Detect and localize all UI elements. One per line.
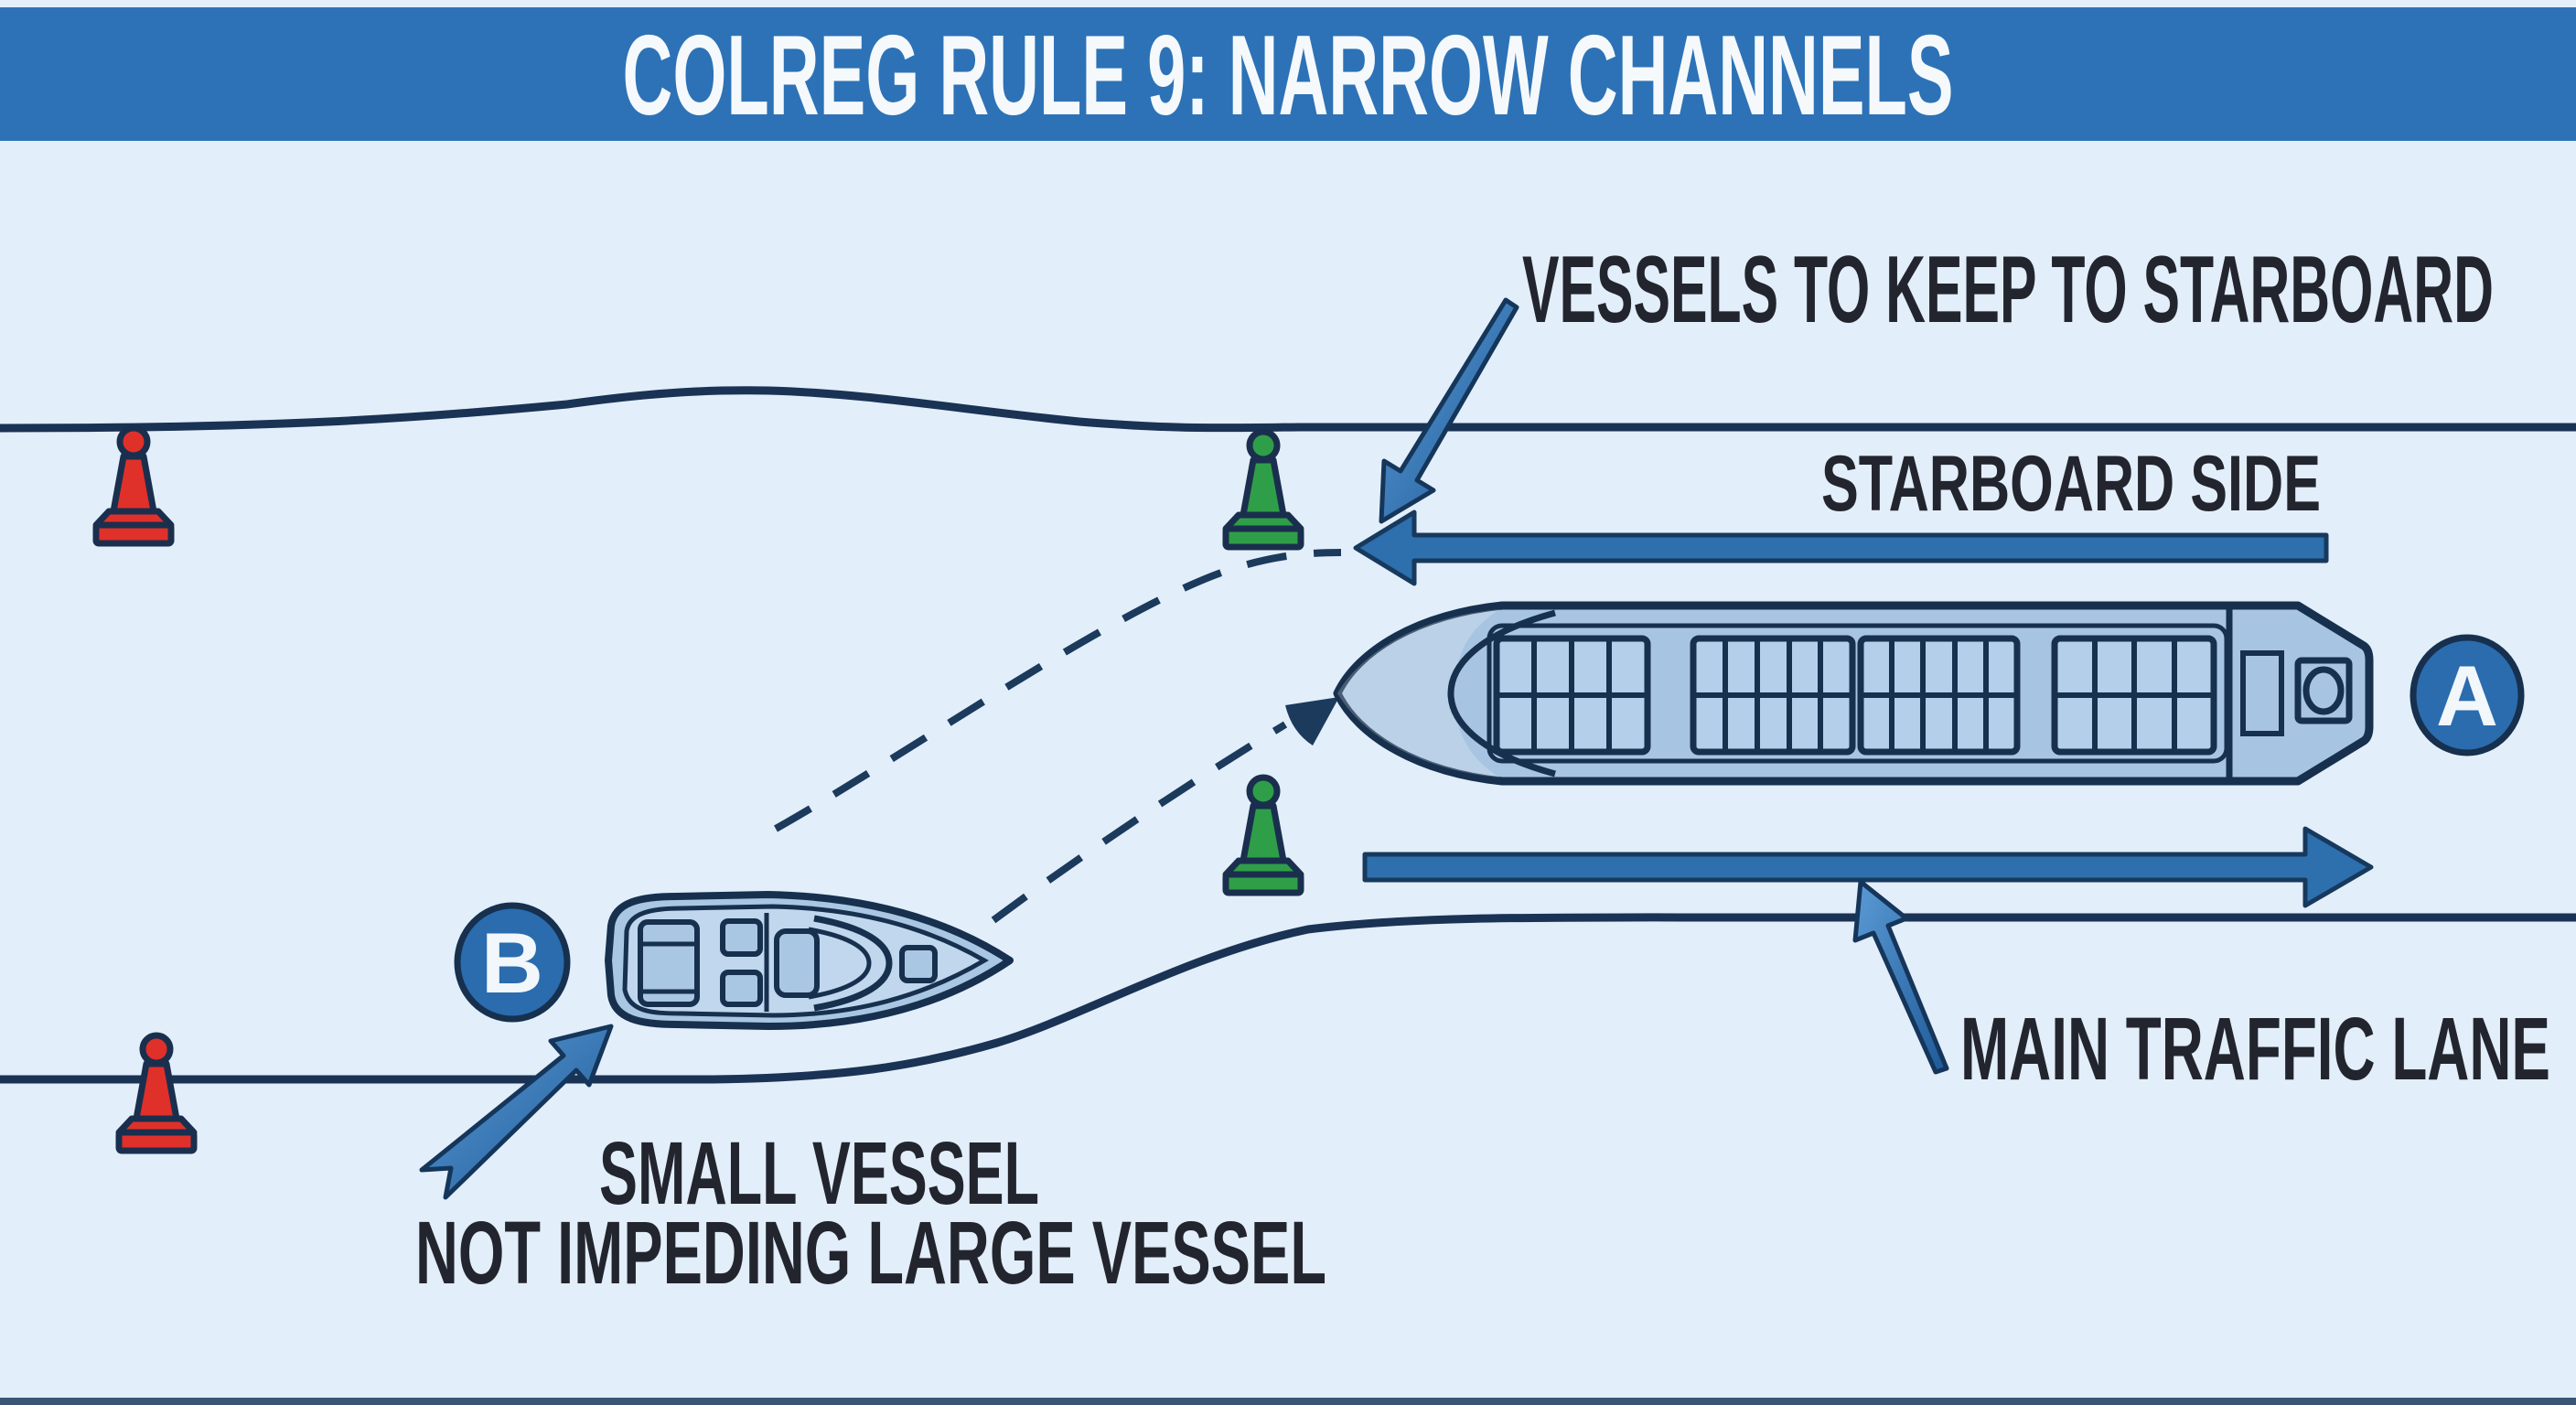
course-dashed-lower — [991, 721, 1288, 924]
funnel — [2302, 666, 2345, 715]
bottom-edge-strip — [0, 1398, 2576, 1405]
bench-cushion-lines — [642, 941, 695, 994]
channel-bank-top — [0, 386, 2576, 433]
vessel-b-badge: B — [454, 902, 571, 1023]
cargo-hold-block-2 — [1690, 635, 1856, 756]
windshield-outer — [813, 915, 893, 1012]
cargo-hold-block-4 — [2051, 635, 2217, 756]
bow-highlight — [1337, 609, 1500, 778]
vessel-a-badge: A — [2410, 634, 2525, 756]
main-traffic-lane-arrow-right — [1362, 826, 2374, 908]
page-title: COLREG RULE 9: NARROW CHANNELS — [623, 13, 1954, 139]
vessel-a-letter: A — [2436, 648, 2498, 744]
starboard-lane-arrow-left — [1353, 509, 2329, 586]
small-vessel-label-line1: SMALL VESSEL — [599, 1123, 1039, 1223]
bow-hatch — [899, 945, 938, 983]
small-vessel-callout-arrow — [419, 1024, 614, 1200]
port-seat — [720, 918, 763, 957]
course-dashed-upper — [774, 549, 1342, 832]
channel-bank-bottom — [0, 913, 2576, 1084]
windshield-inner — [808, 927, 872, 1000]
course-arrowhead — [1285, 697, 1339, 745]
helm-console — [774, 928, 820, 998]
small-vessel-label-line2: NOT IMPEDING LARGE VESSEL — [415, 1203, 1326, 1303]
keep-starboard-label: VESSELS TO KEEP TO STARBOARD — [1522, 237, 2494, 343]
main-traffic-lane-callout-arrow — [1852, 879, 1949, 1075]
header-bar: COLREG RULE 9: NARROW CHANNELS — [0, 7, 2576, 141]
starboard-seat — [720, 970, 763, 1007]
large-vessel — [1333, 601, 2374, 786]
vessel-b-letter: B — [481, 915, 543, 1011]
cargo-hold-block-1 — [1493, 635, 1651, 756]
small-vessel — [605, 891, 1014, 1030]
main-traffic-lane-label: MAIN TRAFFIC LANE — [1960, 999, 2550, 1099]
cargo-hold-block-3 — [1857, 635, 2021, 756]
stern-step — [2240, 650, 2284, 736]
keep-starboard-callout-arrow — [1379, 297, 1519, 524]
header-band — [0, 7, 2576, 141]
starboard-side-label: STARBOARD SIDE — [1821, 440, 2321, 528]
